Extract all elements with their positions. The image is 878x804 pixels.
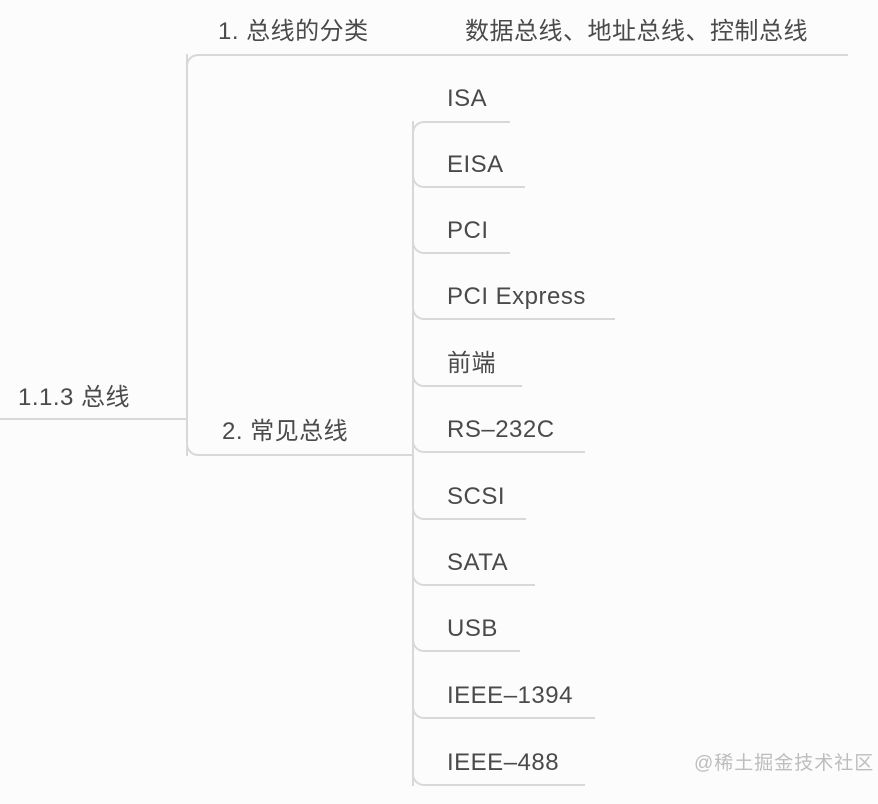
subtopic-label[interactable]: USB bbox=[447, 615, 498, 642]
subtopic-label[interactable]: SATA bbox=[447, 549, 509, 576]
subtopic-spine-line bbox=[412, 121, 414, 786]
branch1-value-topic[interactable]: 数据总线、地址总线、控制总线 bbox=[465, 18, 808, 45]
subtopic-label[interactable]: SCSI bbox=[447, 483, 506, 510]
subtopic-label[interactable]: 前端 bbox=[447, 350, 496, 377]
subtopic-connector-elbow bbox=[412, 121, 510, 137]
branch1-topic[interactable]: 1. 总线的分类 bbox=[218, 18, 369, 45]
subtopic-label[interactable]: EISA bbox=[447, 151, 504, 178]
subtopic-connector-elbow bbox=[412, 636, 520, 652]
subtopic-connector-elbow bbox=[412, 238, 510, 254]
branch-spine-line bbox=[186, 54, 188, 456]
subtopic-label[interactable]: ISA bbox=[447, 85, 488, 112]
subtopic-connector-elbow bbox=[412, 172, 525, 188]
subtopic-connector-elbow bbox=[412, 304, 615, 320]
subtopic-label[interactable]: PCI bbox=[447, 217, 489, 244]
watermark-text: @稀土掘金技术社区 bbox=[694, 753, 875, 774]
subtopic-label[interactable]: RS–232C bbox=[447, 416, 555, 443]
branch2-connector-elbow bbox=[186, 440, 414, 456]
subtopic-connector-elbow bbox=[412, 770, 585, 786]
branch1-value-underline bbox=[396, 54, 848, 56]
subtopic-label[interactable]: IEEE–488 bbox=[447, 749, 560, 776]
subtopic-connector-elbow bbox=[412, 371, 522, 387]
subtopic-connector-elbow bbox=[412, 437, 585, 453]
subtopic-label[interactable]: PCI Express bbox=[447, 283, 586, 310]
subtopic-connector-elbow bbox=[412, 703, 595, 719]
root-topic[interactable]: 1.1.3 总线 bbox=[18, 384, 131, 411]
root-connector-line bbox=[0, 418, 188, 420]
branch1-connector-elbow bbox=[186, 54, 397, 70]
branch2-topic[interactable]: 2. 常见总线 bbox=[222, 418, 349, 445]
subtopic-connector-elbow bbox=[412, 570, 535, 586]
subtopic-connector-elbow bbox=[412, 504, 526, 520]
subtopic-label[interactable]: IEEE–1394 bbox=[447, 682, 573, 709]
